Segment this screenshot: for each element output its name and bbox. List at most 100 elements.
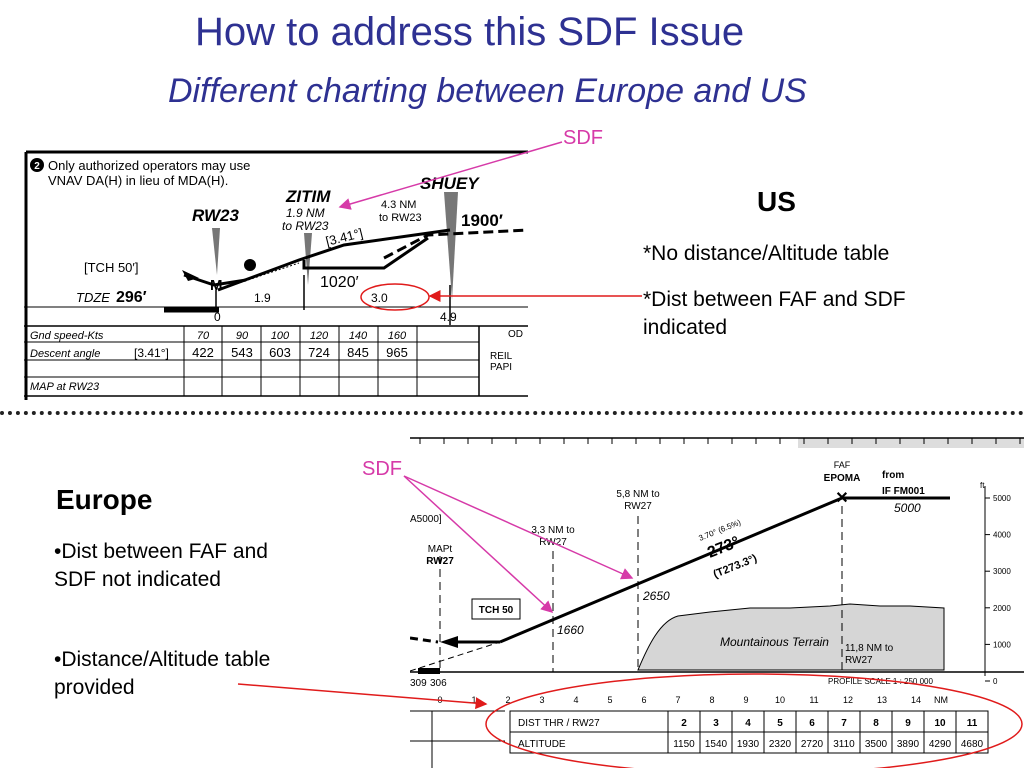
altitude-cell: 4290 (929, 739, 952, 750)
note-line-2: VNAV DA(H) in lieu of MDA(H). (48, 173, 228, 188)
rw23-label: RW23 (192, 206, 239, 225)
us-point-2: *Dist between FAF and SDF indicated (643, 288, 906, 339)
dist-cell: 4 (745, 718, 751, 729)
nm-tick: 9 (743, 695, 748, 705)
dist-cell: 2 (681, 718, 687, 729)
ft-label: ft (980, 481, 985, 490)
alt-1020: 1020′ (320, 274, 359, 291)
eu-table-ellipse (485, 673, 1023, 768)
dist-cell: 5 (777, 718, 783, 729)
shuey-altitude: 1900′ (461, 211, 503, 230)
profile-scale: PROFILE SCALE 1 : 250 000 (828, 677, 933, 686)
zitim-dist-2: to RW23 (282, 219, 329, 233)
epoma-label: EPOMA (824, 473, 861, 484)
table-row2-label: ALTITUDE (518, 739, 566, 750)
ft-tick: 0 (993, 677, 998, 686)
faf-label: FAF (834, 460, 851, 470)
nm-tick: 12 (843, 695, 853, 705)
d118-line-2: RW27 (845, 655, 873, 666)
ft-tick: 1000 (993, 640, 1011, 649)
ft-tick: 2000 (993, 604, 1011, 613)
d58-line-1: 5,8 NM to (616, 489, 660, 500)
descent-value: 603 (269, 345, 291, 360)
us-dist-3-0: 3.0 (371, 291, 388, 305)
gs-value: 70 (197, 330, 210, 342)
europe-point-2: •Distance/Altitude table provided (54, 648, 271, 699)
sdf-arrow-eu-2 (403, 475, 634, 580)
altitude-cell: 2720 (801, 739, 824, 750)
europe-approach-chart: A5000] Mountainous Terrain ✕ FAF EPOMA f… (410, 436, 1024, 768)
mapt-line-1: MAPt (428, 544, 453, 555)
sdf-arrow-eu-1 (403, 475, 554, 614)
eu-glidepath (499, 496, 843, 644)
europe-point-1: •Dist between FAF and SDF not indicated (54, 540, 268, 591)
us-glidepath-dashed (383, 228, 528, 260)
page-title: How to address this SDF Issue (195, 10, 745, 54)
zitim-dist-1: 1.9 NM (286, 206, 325, 220)
bottom-num-1: 309 (410, 678, 427, 689)
us-dist-0: 0 (214, 310, 221, 324)
us-approach-chart: 2 Only authorized operators may use VNAV… (24, 150, 528, 400)
altitude-cell: 3890 (897, 739, 920, 750)
a5000-label: A5000] (410, 514, 442, 525)
svg-text:✕: ✕ (835, 490, 848, 507)
ft-tick: 3000 (993, 567, 1011, 576)
nm-tick: 11 (809, 695, 818, 705)
eu-tch: TCH 50 (479, 605, 514, 616)
m-marker: M (210, 277, 223, 294)
dist-cell: 3 (713, 718, 719, 729)
nm-tick: 4 (573, 695, 578, 705)
table-row1-label: DIST THR / RW27 (518, 718, 600, 729)
papi-label: PAPI (490, 362, 512, 373)
d58-line-2: RW27 (624, 501, 652, 512)
altitude-cell: 4680 (961, 739, 984, 750)
fm001-label: IF FM001 (882, 486, 925, 497)
nm-tick: 14 (911, 695, 921, 705)
us-point-1: *No distance/Altitude table (643, 242, 890, 265)
shuey-dist-1: 4.3 NM (381, 199, 416, 211)
dist-cell: 11 (967, 718, 978, 729)
terrain-shape (637, 603, 945, 671)
note-number: 2 (34, 161, 40, 172)
tdze-value: 296′ (116, 289, 147, 306)
sdf-arrow-us (338, 141, 563, 210)
nm-tick: 6 (641, 695, 646, 705)
dist-cell: 8 (873, 718, 879, 729)
note-line-1: Only authorized operators may use (48, 158, 250, 173)
descent-value: 422 (192, 345, 214, 360)
sdf-label-us: SDF (563, 127, 603, 149)
nm-tick: 8 (709, 695, 714, 705)
bottom-num-2: 306 (430, 678, 447, 689)
fm001-alt: 5000 (894, 501, 921, 515)
gs-value: 100 (271, 330, 290, 342)
dist-cell: 10 (934, 718, 946, 729)
mapt-line-2: RW27 (426, 556, 454, 567)
d33-line-1: 3,3 NM to (531, 525, 575, 536)
nm-tick: 7 (675, 695, 680, 705)
zitim-label: ZITIM (285, 187, 331, 206)
dist-cell: 6 (809, 718, 815, 729)
descent-value: 543 (231, 345, 253, 360)
nm-tick: 2 (505, 695, 510, 705)
zitim-marker (304, 233, 312, 285)
terrain-label: Mountainous Terrain (720, 635, 829, 649)
shuey-dist-2: to RW23 (379, 212, 422, 224)
nm-label: NM (934, 695, 948, 705)
nm-tick: 10 (775, 695, 785, 705)
dist-cell: 7 (841, 718, 847, 729)
alt-1660: 1660 (557, 623, 584, 637)
europe-heading: Europe (56, 484, 153, 515)
ft-tick: 5000 (993, 494, 1011, 503)
descent-label: Descent angle (30, 348, 100, 360)
sdf-label-europe: SDF (362, 458, 402, 480)
dist-cell: 9 (905, 718, 911, 729)
alt-2650: 2650 (642, 589, 670, 603)
descent-value: 724 (308, 345, 330, 360)
descent-value: 965 (386, 345, 408, 360)
tdze-label: TDZE (76, 290, 110, 305)
us-dist-1-9: 1.9 (254, 291, 271, 305)
altitude-cell: 1930 (737, 739, 760, 750)
gs-value: 90 (236, 330, 249, 342)
od-label: OD (508, 329, 523, 340)
